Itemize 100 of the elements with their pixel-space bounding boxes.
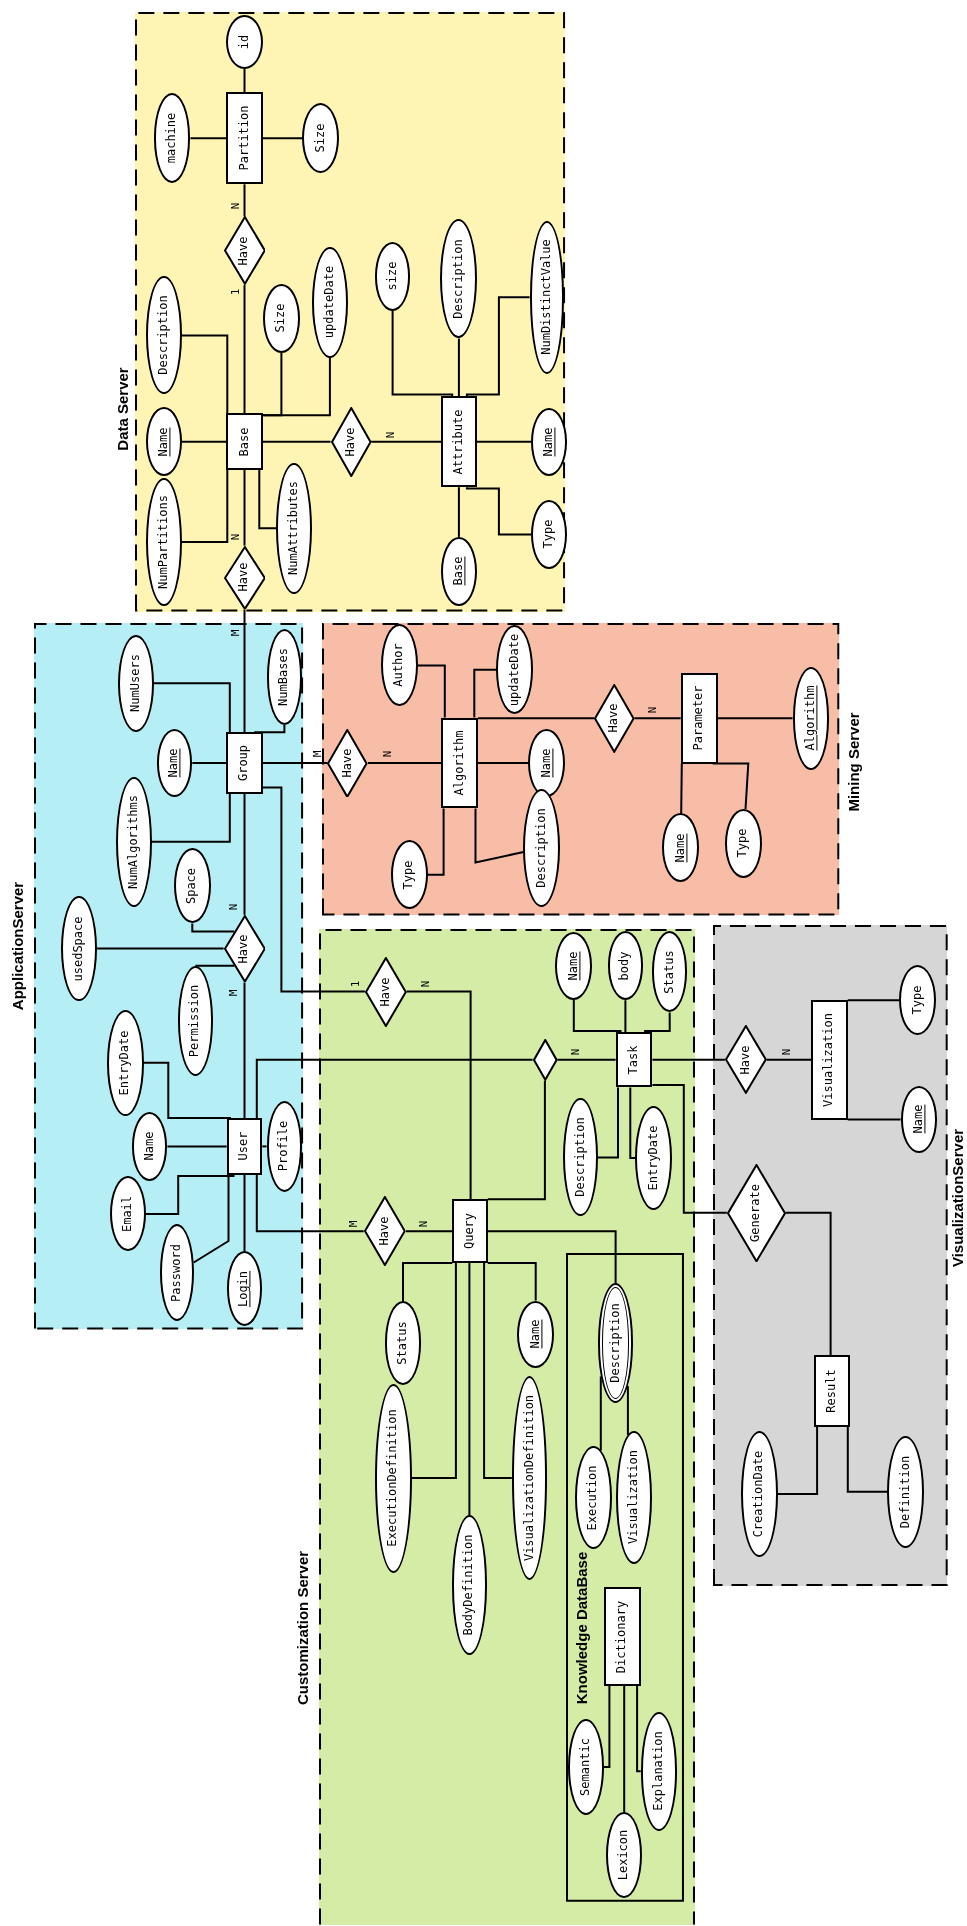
attribute-ellipse [380,624,418,707]
connector-line [405,990,472,1201]
attribute-label: Status [396,1321,410,1365]
attribute-ellipse [606,1812,642,1899]
cardinality-label: M [227,989,239,997]
attribute-label: Name [567,951,581,981]
attribute-label: Type [542,520,556,549]
relationship-label: Generate [749,1183,763,1242]
attribute-label: NumAlgorithms [127,794,141,889]
connector-line [651,1084,728,1214]
attribute-ellipse [531,500,568,569]
attribute-label: Description [535,808,549,888]
connector-line [402,1262,454,1303]
connector-line [191,762,228,764]
region-heading: VisualizationServer [950,1128,967,1268]
attribute-label: machine [165,112,179,164]
connector-line [255,1173,365,1233]
connector-line [243,792,246,916]
connector-line [846,1425,889,1493]
connector-line [191,922,236,933]
attribute-label: Permission [188,984,202,1058]
connector-line [474,807,525,864]
connector-line [765,1058,812,1061]
connector-line [261,786,366,993]
attribute-label: ExecutionDefinition [386,1409,400,1547]
connector-line [370,440,443,443]
attribute-label: Name [674,833,688,863]
entity-label: Base [237,427,252,457]
connector-line [261,762,329,764]
attribute-ellipse [131,1111,168,1181]
attribute-label: CreationDate [752,1450,766,1538]
entity-label: Task [627,1045,641,1075]
connector-line [261,356,331,417]
attribute-label: Explanation [652,1731,666,1811]
attribute-label: Name [542,427,556,457]
attribute-label: Description [574,1117,588,1198]
relationship-label: Have [341,748,355,778]
relationship-diamond [363,1196,406,1267]
relationship-diamond [724,1025,767,1095]
connector-line [636,1684,642,1773]
connector-line [189,137,228,140]
connector-line [473,668,498,719]
attribute-label: Password [170,1244,184,1302]
key-attribute-ellipse [531,407,568,476]
relationship-diamond [327,728,368,798]
connector-line [96,947,225,950]
attribute-label: Type [911,985,925,1015]
attribute-label: Name [540,748,554,778]
entity-box [441,717,478,809]
attribute-ellipse [177,965,214,1077]
attribute-ellipse [607,931,644,1001]
entity-label: Attribute [452,409,466,475]
attribute-label: VisualizationDefinition [522,1395,537,1562]
connector-line [243,1173,246,1253]
connector-line [255,1058,534,1120]
knowledge-base-frame [566,1253,685,1903]
cardinality-label: N [227,903,239,911]
entity-label: Visualization [822,1012,836,1107]
attribute-label: Profile [277,1121,291,1172]
connector-line [486,1262,537,1302]
cardinality-label: N [381,751,393,758]
connector-line [144,1173,235,1215]
attribute-label: NumUsers [129,654,143,713]
connector-line [180,469,229,543]
entity-box [226,92,263,185]
key-attribute-ellipse [226,1251,263,1327]
cardinality-label: N [569,1048,581,1056]
entity-box [452,1199,488,1264]
connector-line [243,608,246,734]
entity-label: Algorithm [452,730,467,796]
cardinality-label: M [347,1220,359,1228]
attribute-label: updateDate [508,633,522,706]
relationship-diamond [223,545,266,610]
attribute-label: Lexicon [617,1830,631,1881]
cardinality-label: 1 [349,980,361,988]
connector-line [194,964,236,967]
attribute-ellipse [146,477,182,606]
connector-line [258,469,278,530]
connector-line [465,486,533,536]
entity-box [680,672,718,764]
connector-line [243,981,246,1120]
connector-line [243,469,246,547]
attribute-ellipse [106,1010,144,1116]
entity-label: Query [463,1213,477,1250]
attribute-ellipse [384,1301,422,1385]
key-attribute-ellipse [441,536,477,606]
connector-line [486,1079,546,1201]
connector-line [253,723,286,734]
connector-line [243,183,246,218]
connector-line [367,762,443,764]
attribute-ellipse [523,788,561,907]
attribute-label: BodyDefinition [462,1534,476,1636]
connector-line [623,1684,626,1814]
attribute-label: usedSpace [72,916,86,982]
connector-line [599,1375,602,1452]
attribute-label: Base [452,556,466,586]
connector-line [243,67,246,94]
attribute-label: NumAttributes [287,481,301,576]
connector-line [624,999,627,1034]
region-heading: Knowledge DataBase [573,1551,590,1705]
